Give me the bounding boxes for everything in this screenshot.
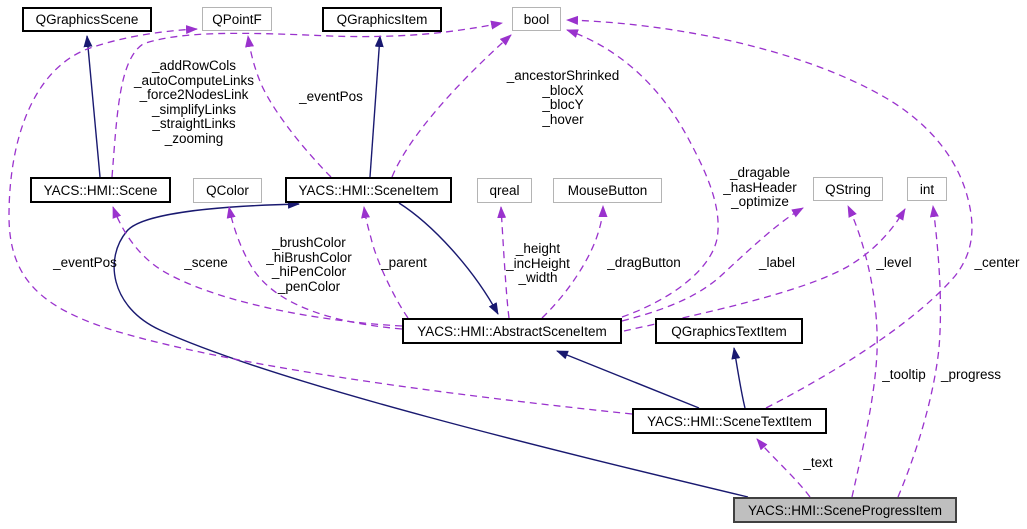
node-qgraphicsscene[interactable]: QGraphicsScene — [22, 7, 152, 32]
edge-label-dragbutton: _dragButton — [607, 255, 681, 270]
edge-sceneitem-colors — [226, 206, 403, 330]
node-int: int — [907, 177, 947, 201]
node-qstring: QString — [813, 177, 883, 201]
edge-label-level: _level — [876, 255, 912, 270]
edge-sceneitem-inherits-abstractsceneitem — [398, 202, 499, 315]
edge-scenetextitem-eventpos — [8, 25, 633, 415]
node-qreal: qreal — [477, 178, 532, 203]
edge-abstract-parent — [361, 206, 409, 319]
edge-label-qreal-members: _height _incHeight _width — [506, 241, 570, 285]
edge-abstract-qreal — [497, 206, 510, 319]
edge-sceneitem-bools — [391, 34, 512, 178]
edge-label-parent: _parent — [381, 255, 427, 270]
edge-label-tooltip: _tooltip — [882, 367, 926, 382]
edge-scene-inherits-qgraphicsscene — [83, 35, 101, 178]
edge-scenetextitem-inherits-qgraphicstextitem — [731, 347, 746, 409]
edge-scenetextitem-center — [566, 15, 973, 409]
node-bool: bool — [512, 7, 561, 31]
edge-scenetextitem-inherits-abstractsceneitem — [556, 350, 700, 409]
edge-label-scene-bools: _addRowCols _autoComputeLinks _force2Nod… — [133, 58, 255, 146]
node-qgraphicstextitem[interactable]: QGraphicsTextItem — [655, 318, 803, 344]
edge-scene-bools — [111, 20, 503, 178]
edge-sceneprogressitem-tooltip — [847, 205, 878, 498]
edge-sceneprogressitem-text — [756, 438, 811, 498]
edge-label-text: _text — [803, 455, 833, 470]
edge-sceneitem-inherits-qgraphicsitem — [369, 35, 384, 178]
edge-sceneprogressitem-inherits-sceneitem — [113, 199, 749, 498]
node-mousebutton: MouseButton — [553, 178, 662, 203]
edge-abstract-bools — [566, 29, 719, 318]
edge-label-center: _center — [974, 255, 1020, 270]
edge-label-eventpos-top: _eventPos — [299, 89, 363, 104]
edge-abstract-label — [621, 207, 804, 322]
node-qcolor: QColor — [193, 178, 262, 203]
edge-label-label: _label — [758, 255, 796, 270]
edge-sceneitem-eventpos — [245, 35, 332, 178]
node-scene[interactable]: YACS::HMI::Scene — [30, 177, 171, 203]
edge-label-eventpos-bottom: _eventPos — [53, 255, 117, 270]
node-qpointf: QPointF — [202, 7, 272, 31]
edge-abstract-level — [623, 208, 906, 332]
node-sceneprogressitem: YACS::HMI::SceneProgressItem — [733, 497, 957, 523]
edge-label-progress: _progress — [940, 367, 1002, 382]
node-qgraphicsitem[interactable]: QGraphicsItem — [322, 7, 442, 32]
node-scenetextitem[interactable]: YACS::HMI::SceneTextItem — [632, 408, 827, 434]
edge-label-color-members: _brushColor _hiBrushColor _hiPenColor _p… — [266, 235, 352, 294]
edge-label-abstract-bools: _dragable _hasHeader _optimize — [723, 165, 797, 209]
edge-sceneprogressitem-progress — [897, 205, 942, 498]
edge-abstract-dragbutton — [541, 205, 608, 319]
node-abstractsceneitem[interactable]: YACS::HMI::AbstractSceneItem — [402, 318, 622, 344]
node-sceneitem[interactable]: YACS::HMI::SceneItem — [285, 177, 452, 203]
edge-label-sceneitem-bools: _ancestorShrinked _blocX _blocY _hover — [506, 68, 620, 127]
edge-label-scene-member: _scene — [184, 255, 228, 270]
